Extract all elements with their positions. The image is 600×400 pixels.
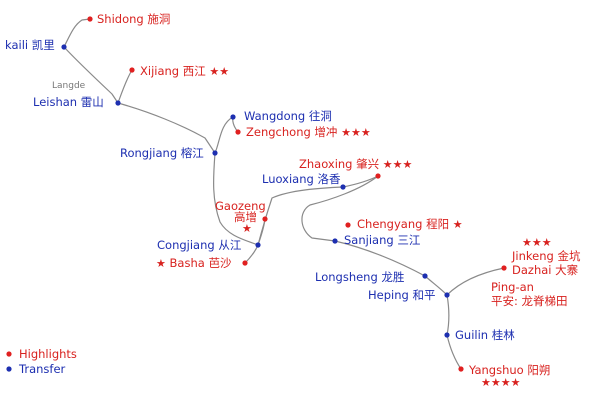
jinkeng-rating: ★★★: [522, 236, 552, 249]
station-dot-wangdong: [230, 114, 236, 120]
place-label-leishan: Leishan 雷山: [33, 95, 104, 109]
place-label-longsheng: Longsheng 龙胜: [315, 270, 405, 284]
station-dot-leishan: [115, 100, 121, 106]
place-label-kaili: kaili 凯里: [5, 38, 55, 52]
place-label-shidong: Shidong 施洞: [97, 12, 171, 26]
place-label-langde: Langde: [52, 81, 86, 91]
place-label-pingan-en: Ping-an: [491, 280, 534, 294]
station-dot-luoxiang: [340, 184, 346, 190]
route-heping-guilin: [446, 294, 450, 336]
station-dot-zengchong: [235, 129, 241, 135]
route-kaili-shidong: [63, 18, 91, 48]
station-dot-gaozeng: [262, 216, 268, 222]
place-label-pingan-cn: 平安: 龙脊梯田: [491, 294, 568, 308]
xijiang-name: Xijiang 西江: [140, 64, 206, 78]
place-label-yangshuo: Yangshuo 阳朔: [469, 363, 551, 377]
station-dot-shidong: [87, 16, 93, 22]
zengchong-name: Zengchong 增冲: [246, 125, 338, 139]
place-label-gaozeng-en: Gaozeng: [215, 199, 266, 213]
gaozeng-rating: ★: [242, 222, 252, 235]
legend-highlights-label: Highlights: [19, 347, 77, 361]
place-label-guilin: Guilin 桂林: [455, 328, 515, 342]
route-rongjiang-wangdong: [214, 116, 234, 154]
route-rongjiang-congjiang: [213, 152, 259, 246]
station-dot-kaili: [61, 44, 67, 50]
place-label-heping: Heping 和平: [368, 288, 436, 302]
xijiang-rating: ★★: [209, 65, 230, 78]
station-dot-zhaoxing: [375, 173, 381, 179]
yangshuo-rating: ★★★★: [481, 376, 521, 389]
place-label-zhaoxing: Zhaoxing 肇兴 ★★★: [299, 157, 412, 172]
place-label-zengchong: Zengchong 增冲 ★★★: [246, 125, 371, 140]
place-label-gaozeng-cn: 高增: [234, 210, 257, 224]
place-label-sanjiang: Sanjiang 三江: [344, 233, 421, 247]
route-sanjiang-longsheng: [334, 240, 426, 277]
route-congjiang-basha: [244, 244, 259, 264]
zhaoxing-rating: ★★★: [382, 158, 413, 171]
route-heping-dazhai: [446, 267, 505, 296]
legend-highlight-dot: [6, 351, 12, 357]
place-label-wangdong: Wangdong 往洞: [244, 109, 332, 123]
place-label-dazhai: Dazhai 大寨: [512, 263, 579, 277]
chengyang-rating: ★: [452, 218, 463, 231]
place-label-rongjiang: Rongjiang 榕江: [120, 146, 204, 160]
route-kaili-leishan: [63, 46, 119, 104]
place-label-congjiang: Congjiang 从江: [157, 238, 242, 252]
place-label-chengyang: Chengyang 程阳 ★: [357, 217, 463, 232]
legend-transfer-label: Transfer: [19, 362, 66, 376]
place-label-luoxiang: Luoxiang 洛香: [262, 172, 341, 186]
station-dot-dazhai: [501, 265, 507, 271]
zengchong-rating: ★★★: [341, 126, 371, 139]
station-dot-heping: [444, 292, 450, 298]
station-dot-chengyang: [345, 222, 351, 228]
station-dot-basha: [242, 260, 248, 266]
route-guilin-yangshuo: [446, 334, 462, 370]
place-label-jinkeng: Jinkeng 金坑: [512, 249, 581, 263]
station-dot-congjiang: [255, 242, 261, 248]
basha-name: Basha 芭沙: [169, 256, 232, 270]
place-label-xijiang: Xijiang 西江 ★★: [140, 64, 229, 79]
station-dot-sanjiang: [332, 238, 338, 244]
station-dot-yangshuo: [458, 366, 464, 372]
station-dot-longsheng: [422, 273, 428, 279]
route-leishan-rongjiang: [117, 102, 216, 154]
basha-rating: ★: [156, 257, 166, 270]
route-leishan-xijiang: [117, 69, 133, 104]
station-dot-xijiang: [129, 67, 135, 73]
station-dot-rongjiang: [212, 150, 218, 156]
route-zhaoxing-sanjiang: [301, 175, 379, 242]
station-dot-guilin: [444, 332, 450, 338]
place-label-basha: ★ Basha 芭沙: [156, 256, 231, 271]
zhaoxing-name: Zhaoxing 肇兴: [299, 157, 380, 171]
chengyang-name: Chengyang 程阳: [357, 217, 450, 231]
legend-transfer-dot: [6, 366, 12, 372]
